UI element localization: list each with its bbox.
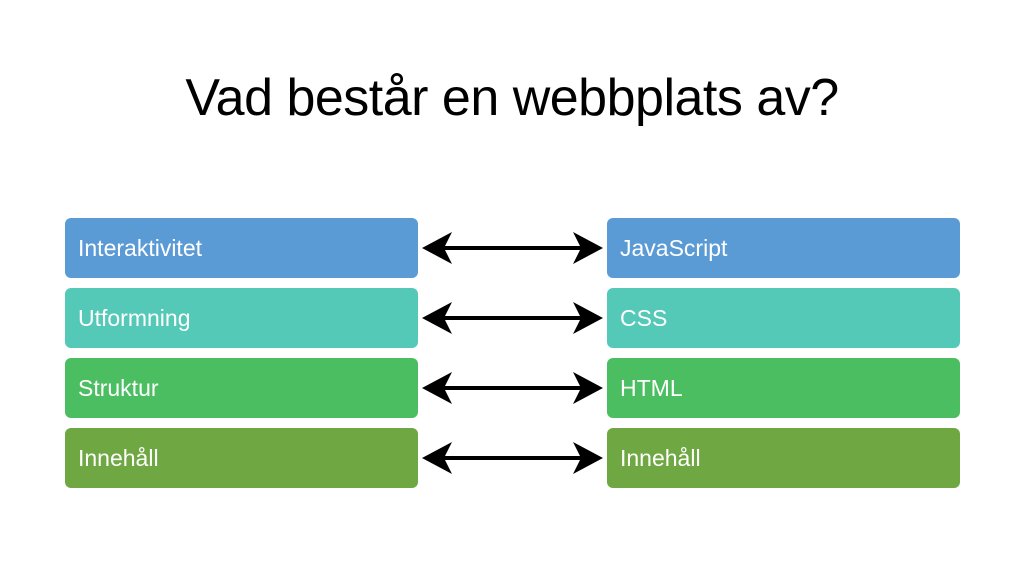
layer-box-struktur: Struktur <box>65 358 418 418</box>
slide-title: Vad består en webbplats av? <box>185 69 839 127</box>
double-arrow-icon <box>422 302 603 334</box>
tech-box-javascript: JavaScript <box>607 218 960 278</box>
tech-label: CSS <box>620 304 668 331</box>
layer-box-utformning: Utformning <box>65 288 418 348</box>
double-arrow-icon <box>422 232 603 264</box>
layer-label: Innehåll <box>78 444 159 471</box>
layer-box-innehall: Innehåll <box>65 428 418 488</box>
double-arrow-icon <box>422 372 603 404</box>
layer-label: Utformning <box>78 304 191 331</box>
layer-label: Interaktivitet <box>78 234 202 261</box>
layer-box-interaktivitet: Interaktivitet <box>65 218 418 278</box>
tech-box-html: HTML <box>607 358 960 418</box>
tech-box-css: CSS <box>607 288 960 348</box>
tech-label: Innehåll <box>620 444 701 471</box>
tech-box-innehall: Innehåll <box>607 428 960 488</box>
tech-label: HTML <box>620 374 683 401</box>
double-arrow-icon <box>422 442 603 474</box>
tech-label: JavaScript <box>620 234 728 261</box>
layer-label: Struktur <box>78 374 159 401</box>
